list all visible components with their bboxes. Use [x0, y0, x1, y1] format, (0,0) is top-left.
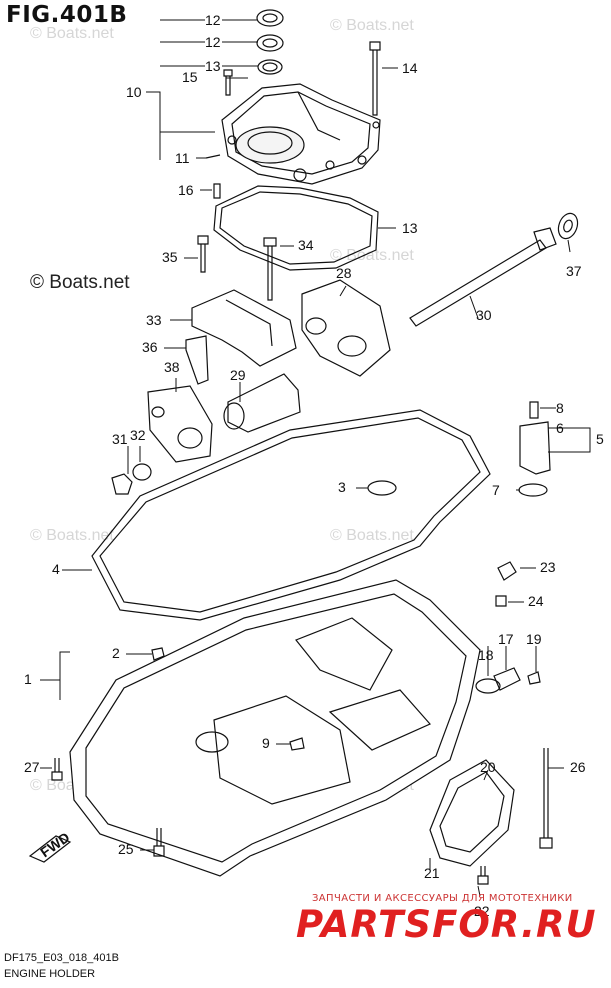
bolt-27	[539, 748, 553, 849]
callout: 17	[498, 631, 514, 647]
callout: 16	[178, 182, 194, 198]
drawing-layer	[28, 9, 579, 885]
bolt-36	[197, 235, 209, 273]
bolt-35	[263, 237, 277, 301]
callout: 34	[298, 237, 314, 253]
callout: 2	[112, 645, 120, 661]
callout: 13	[402, 220, 418, 236]
oil-seals	[256, 9, 284, 75]
bracket-37	[185, 335, 209, 385]
watermark: © Boats.net	[30, 25, 114, 42]
promo-caption: ЗАПЧАСТИ И АКСЕССУАРЫ ДЛЯ МОТОТЕХНИКИ	[312, 893, 573, 904]
o-ring-7	[518, 483, 548, 497]
callout-labels: 12 12 13 10 15 11 14 16 13 34 35 28 37 3…	[24, 12, 604, 919]
mount-bracket-29	[301, 279, 391, 377]
bolt-23	[477, 866, 489, 885]
promo-logo[interactable]: PARTSFOR.RU	[296, 903, 597, 946]
callout: 37	[566, 263, 582, 279]
callout: 12	[205, 12, 221, 28]
callout: 32	[130, 427, 146, 443]
o-ring-3	[367, 480, 397, 496]
callout: 30	[476, 307, 492, 323]
watermark: © Boats.net	[330, 527, 414, 544]
callout: 11	[175, 150, 190, 166]
washer-38	[557, 212, 579, 240]
figure-section-name: ENGINE HOLDER	[4, 968, 96, 980]
callout: 14	[402, 60, 418, 76]
sensor-24	[497, 561, 517, 581]
watermark-bold: © Boats.net	[30, 272, 130, 293]
watermark: © Boats.net	[330, 247, 414, 264]
leader-lines	[40, 19, 591, 897]
bolt-28	[51, 758, 63, 781]
figure-title: FIG.401B	[6, 2, 128, 28]
callout: 36	[142, 339, 158, 355]
callout: 38	[164, 359, 180, 375]
callout: 24	[528, 593, 544, 609]
bolt-16	[223, 69, 233, 96]
washer-33	[132, 463, 152, 481]
callout: 7	[492, 482, 500, 498]
callout: 1	[24, 671, 32, 687]
bolt-8	[529, 401, 539, 419]
plug-9	[289, 737, 305, 751]
bolt-2	[151, 647, 165, 661]
fwd-label: FWD	[37, 829, 72, 860]
callout: 33	[146, 312, 162, 328]
callout: 4	[52, 561, 60, 577]
callout: 20	[480, 759, 496, 775]
callout: 8	[556, 400, 564, 416]
callout: 18	[478, 647, 494, 663]
pin-17	[213, 183, 221, 199]
bolt-11	[205, 154, 221, 159]
plate-39	[147, 385, 213, 463]
watermark: © Boats.net	[330, 17, 414, 34]
oil-pan-1	[69, 579, 481, 877]
bolt-15	[369, 41, 381, 116]
callout: 3	[338, 479, 346, 495]
gasket-19	[475, 678, 501, 694]
figure-reference-code: DF175_E03_018_401B	[4, 952, 119, 964]
water-fitting-5	[519, 421, 551, 475]
upper-cover-part	[221, 83, 381, 185]
callout: 22	[474, 903, 490, 919]
callout: 25	[118, 841, 134, 857]
callout: 28	[336, 265, 352, 281]
bolt-20	[527, 671, 541, 685]
callout: 19	[526, 631, 542, 647]
callout: 23	[540, 559, 556, 575]
callout: 15	[182, 69, 198, 85]
callout: 13	[205, 58, 221, 74]
callout: 27	[24, 759, 40, 775]
callout: 29	[230, 367, 246, 383]
bolt-25	[495, 595, 507, 607]
callout: 35	[162, 249, 178, 265]
gasket-4	[91, 409, 491, 621]
gasket-14	[213, 185, 379, 271]
callout: 5	[596, 431, 604, 447]
nut-32	[111, 473, 133, 495]
callout: 31	[112, 431, 128, 447]
watermark: © Boats.net	[30, 527, 114, 544]
switch-18	[493, 667, 521, 691]
damper-30	[227, 373, 301, 433]
callout: 26	[570, 759, 586, 775]
callout: 21	[424, 865, 440, 881]
cover-21	[429, 759, 515, 867]
callout: 6	[556, 420, 564, 436]
fwd-arrow	[28, 835, 72, 863]
callout: 12	[205, 34, 221, 50]
callout: 9	[262, 735, 270, 751]
callout: 10	[126, 84, 142, 100]
mount-bracket-34	[191, 289, 297, 367]
bolt-26	[153, 828, 165, 857]
